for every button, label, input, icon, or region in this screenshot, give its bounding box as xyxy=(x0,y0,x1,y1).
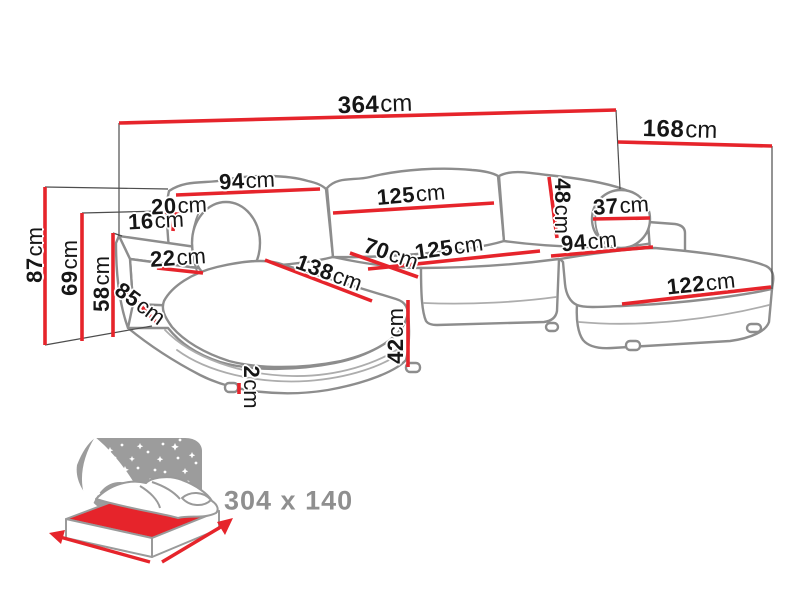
dim-label-seat-right-width: 94cm xyxy=(560,226,618,257)
moon-swoosh xyxy=(81,437,136,509)
backrest-cushion-center xyxy=(325,167,506,259)
sofa-line-art xyxy=(114,167,775,395)
dimension-line-chaise-left-front xyxy=(118,282,160,326)
bolster-left-cap xyxy=(191,211,200,275)
dim-label-armrest-inner-gap: 16cm xyxy=(127,206,185,235)
dimension-line-chaise-left-length xyxy=(264,258,373,303)
dimension-line-backrest-left xyxy=(175,187,321,197)
dim-label-backrest-left-width: 94cm xyxy=(218,166,276,195)
dim-label-bolster-diameter: 37cm xyxy=(592,191,650,220)
dimension-line-seat-right xyxy=(550,245,654,258)
dim-label-armrest-width: 22cm xyxy=(149,243,207,272)
sofa-foot xyxy=(223,381,240,394)
dimension-line-total-depth xyxy=(617,140,773,148)
dimension-line-armrest-width xyxy=(156,266,204,275)
dim-label-total-width: 364cm xyxy=(337,89,413,120)
dim-label-height-total: 87cm xyxy=(22,227,47,283)
bed-size-label: 304 x 140 xyxy=(224,485,354,516)
blanket xyxy=(95,476,219,519)
dim-label-base-height: 42cm xyxy=(383,308,408,364)
bed-width-arrow xyxy=(59,535,151,564)
blanket-fold xyxy=(151,481,181,500)
dimension-line-chaise-right-length xyxy=(621,285,772,306)
sofa-foot xyxy=(544,321,560,333)
chaise-left-seam-2 xyxy=(176,349,404,383)
chaise-left-seat xyxy=(161,259,409,369)
bed-icon xyxy=(49,437,233,564)
dimension-line-armrest-inner xyxy=(171,215,176,232)
chaise-right-seam xyxy=(578,304,770,325)
armrest-right xyxy=(646,220,687,254)
dimension-lines xyxy=(43,108,773,394)
dimension-line-backrest-center xyxy=(332,201,495,215)
dim-label-backrest-height: 48cm xyxy=(550,178,575,234)
seat-center-seam xyxy=(423,296,557,305)
sofa-foot xyxy=(624,339,642,352)
pillow xyxy=(181,492,212,506)
extension-lines xyxy=(44,109,773,346)
dim-label-total-depth: 168cm xyxy=(642,115,718,144)
chaise-left-seam-1 xyxy=(164,329,405,377)
dim-label-height-seat: 58cm xyxy=(89,256,114,312)
dimension-line-armrest-top xyxy=(164,210,183,217)
dim-label-height-armrest: 69cm xyxy=(57,240,82,296)
sofa-foot xyxy=(745,322,763,334)
dimension-line-total-width xyxy=(118,108,617,125)
dimension-line-bolster-diameter xyxy=(592,216,651,221)
seat-center-front xyxy=(419,257,561,327)
armrest-left-side xyxy=(114,234,135,330)
dimension-line-backrest-height xyxy=(547,176,559,239)
dim-label-foot-height: 2cm xyxy=(239,365,264,409)
dimension-line-seat-center xyxy=(367,249,541,271)
bed-size-arrows xyxy=(49,518,233,564)
blanket-fold xyxy=(139,485,161,509)
bed-length-arrow xyxy=(161,523,225,564)
dim-label-backrest-center-width: 125cm xyxy=(375,179,447,210)
dimension-line-seat-depth xyxy=(349,251,419,279)
